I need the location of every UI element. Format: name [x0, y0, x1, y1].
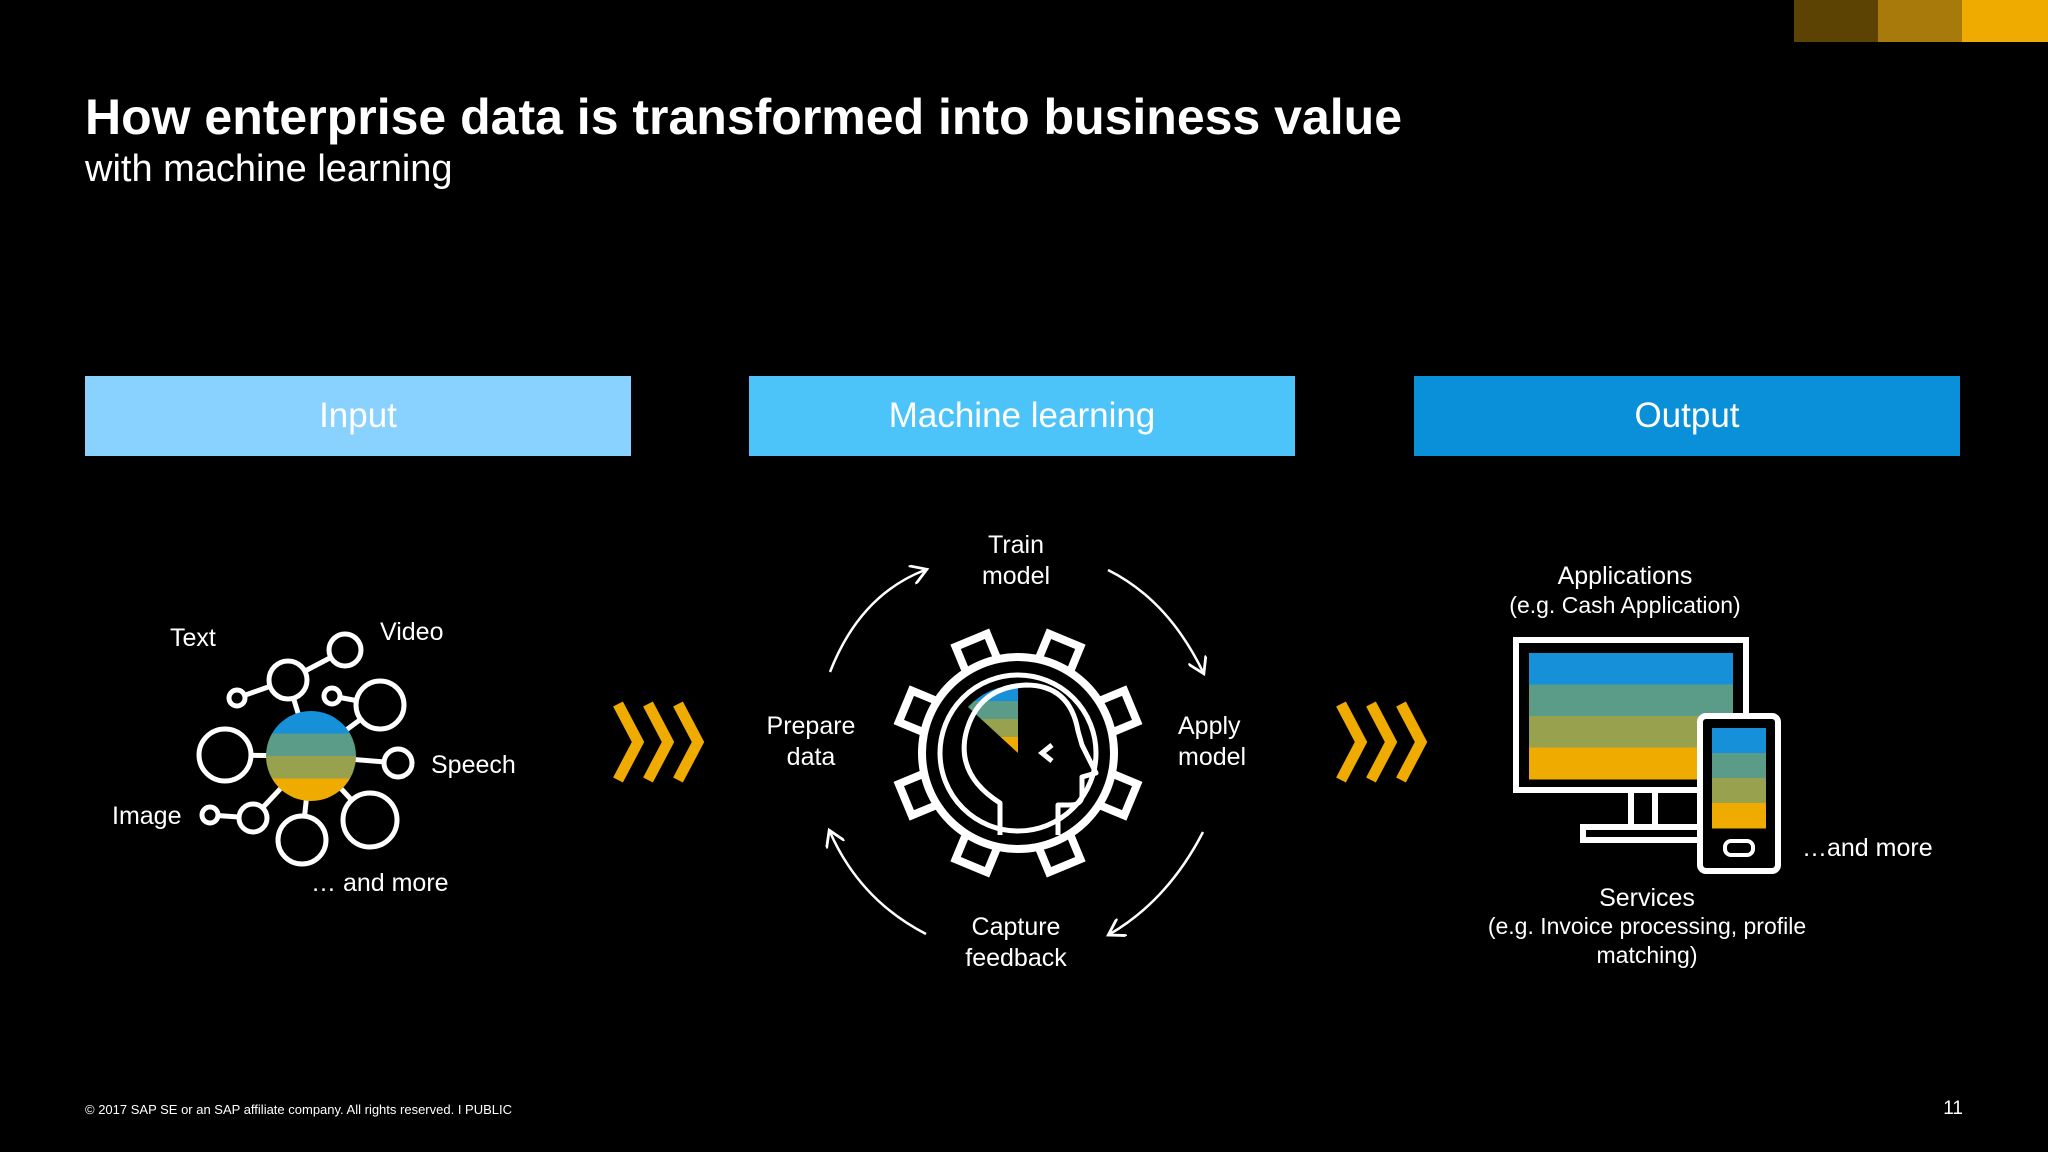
chevrons-icon	[613, 701, 705, 783]
input-label-video: Video	[380, 618, 444, 646]
cycle-arrow-icon	[1110, 831, 1205, 934]
input-label-text: Text	[170, 624, 216, 652]
mobile-phone-icon	[1697, 713, 1781, 874]
cycle-arrow-icon	[828, 570, 925, 673]
input-label-image: Image	[112, 802, 182, 830]
slide-title: How enterprise data is transformed into …	[85, 89, 1403, 145]
input-label-more: … and more	[311, 869, 449, 897]
stage-header-output: Output	[1414, 376, 1960, 456]
stage-header-machine-learning: Machine learning	[749, 376, 1295, 456]
footer-copyright: © 2017 SAP SE or an SAP affiliate compan…	[85, 1102, 513, 1117]
stage-header-input: Input	[85, 376, 631, 456]
page-number: 11	[1943, 1098, 1963, 1119]
data-network-icon	[196, 631, 415, 867]
output-applications-title: Applications	[1557, 562, 1693, 590]
output-label-more: …and more	[1802, 834, 1933, 862]
cycle-arrows	[780, 520, 1250, 960]
output-applications-example: (e.g. Cash Application)	[1509, 592, 1741, 618]
desktop-monitor-icon	[1513, 637, 1749, 843]
corner-bar-mid	[1878, 0, 1962, 42]
input-label-speech: Speech	[431, 751, 516, 779]
ai-gear-head-icon	[893, 628, 1143, 878]
cycle-arrow-icon	[830, 832, 927, 936]
chevrons-icon	[1336, 701, 1428, 783]
corner-bar-dark	[1794, 0, 1878, 42]
cycle-arrow-icon	[1107, 568, 1203, 672]
corner-bar-bright	[1962, 0, 2048, 42]
slide-subtitle: with machine learning	[85, 148, 453, 190]
output-services-title: Services	[1599, 884, 1695, 912]
